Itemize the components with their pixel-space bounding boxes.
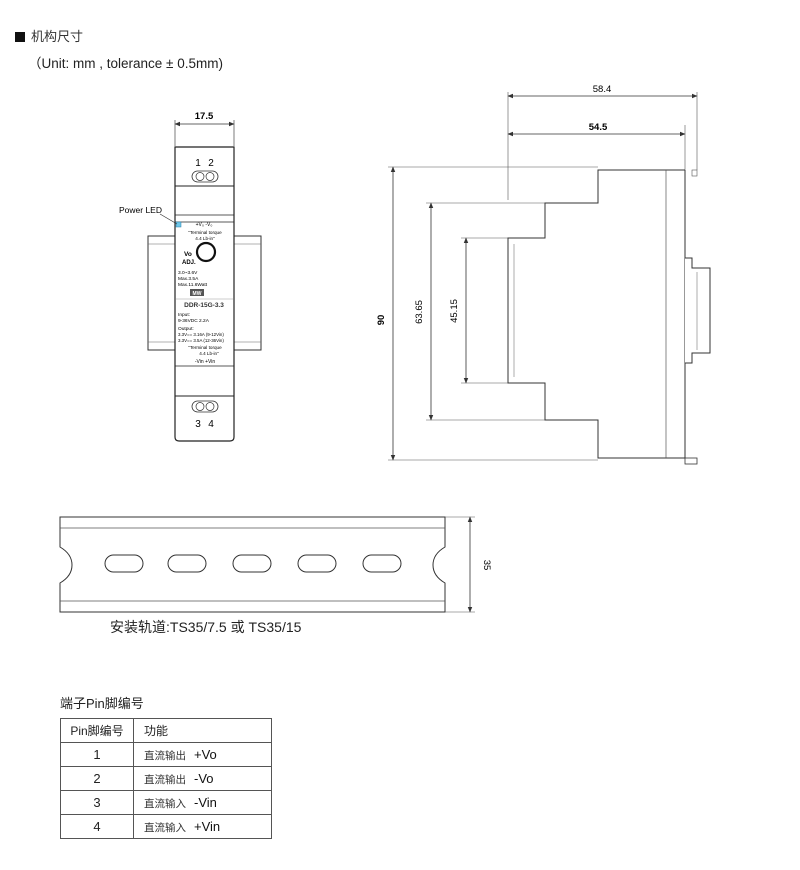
pin-number: 2 [60,766,134,791]
input-line-1: Input: [178,312,190,318]
rail-slot-icon [167,554,207,573]
side-view: 58.4 54.5 90 63.65 45.15 [376,84,711,465]
torque-bottom-line-2: 4.4 Lb-in" [199,351,219,356]
pin-function: 直流输出 -Vo [133,766,272,791]
rail-slot-icon [362,554,402,573]
function-cn: 直流输出 [144,749,186,762]
rail-slot-icon [297,554,337,573]
terminal-number-4: 4 [208,419,214,430]
top-polarity-label: +V₀ -V₀ [196,222,213,228]
torque-top-line-1: "Terminal torque [188,230,222,235]
unit-note: （Unit: mm , tolerance ± 0.5mm) [28,56,223,71]
square-bullet-icon [15,32,25,42]
table-row: 4 直流输入 +Vin [60,814,272,839]
din-rail: 35 [59,516,492,613]
rail-caption: 安装轨道:TS35/7.5 或 TS35/15 [110,619,302,635]
rail-slot-icon [232,554,272,573]
table-row: 3 直流输入 -Vin [60,790,272,815]
terminal-number-1: 1 [195,158,201,169]
pin-header: Pin脚编号 [60,718,134,743]
power-led-label: Power LED [119,205,162,215]
height-dim: 90 [376,315,387,326]
output-line-3: 3.3V== 3.5A (12-36Vin) [178,338,224,343]
rail-slot-icon [104,554,144,573]
vo-adjust-potentiometer-icon [195,241,217,263]
top-screw-slot-icon [191,170,219,183]
front-width-dim: 17.5 [195,111,214,122]
bottom-polarity-label: -Vin +Vin [195,359,215,365]
overall-depth-dim: 58.4 [593,84,612,95]
vo-adj-line-1: Vo [184,251,192,258]
function-cn: 直流输入 [144,797,186,810]
pin-number: 4 [60,814,134,839]
spec-line-2: Max.3.5A [178,276,199,282]
model-name: DDR-15G-3.3 [184,302,224,309]
pin-number: 1 [60,742,134,767]
power-led-icon [175,221,182,228]
brand-logo [190,289,204,296]
inner-height-dim: 45.15 [449,299,460,323]
pin-table: Pin脚编号 功能 1 直流输出 +Vo 2 直流输出 -Vo 3 直流输入 -Vin… [60,718,272,839]
bottom-screw-slot-icon [191,400,219,413]
vo-adj-line-2: ADJ. [182,260,196,266]
function-en: -Vin [194,794,217,810]
section-title: 机构尺寸 [15,26,83,45]
body-depth-dim: 54.5 [589,122,608,133]
function-en: -Vo [194,770,214,786]
terminal-number-2: 2 [208,158,214,169]
input-line-2: 9-36VDC 2.2A [178,318,210,324]
pin-number: 3 [60,790,134,815]
output-line-1: Output: [178,326,194,332]
mid-height-dim: 63.65 [414,300,425,324]
table-row: 2 直流输出 -Vo [60,766,272,791]
function-header: 功能 [133,718,272,743]
section-title-text: 机构尺寸 [31,30,84,45]
pin-table-title: 端子Pin脚编号 [60,696,144,711]
pin-function: 直流输入 -Vin [133,790,272,815]
function-cn: 直流输入 [144,821,186,834]
table-row: 1 直流输出 +Vo [60,742,272,767]
rail-height-dim: 35 [481,560,492,571]
front-view: 17.5 1 2 Power LED +V₀ -V₀ "Terminal tor… [119,111,262,442]
pin-function: 直流输入 +Vin [133,814,272,839]
torque-top-line-2: 4.4 Lb-in" [195,236,215,241]
pin-table-header: Pin脚编号 功能 [60,718,272,743]
terminal-number-3: 3 [195,419,201,430]
spec-line-1: 3.0~3.6V [178,270,198,276]
function-en: +Vo [194,746,217,762]
function-cn: 直流输出 [144,773,186,786]
spec-line-3: Max.11.6Watt [178,282,208,288]
function-en: +Vin [194,818,221,834]
brand-logo-text: MW [193,291,202,297]
pin-function: 直流输出 +Vo [133,742,272,767]
torque-bottom-line-1: "Terminal torque [188,345,222,350]
output-line-2: 3.3V== 3.16A (9-12Vin) [178,332,224,337]
